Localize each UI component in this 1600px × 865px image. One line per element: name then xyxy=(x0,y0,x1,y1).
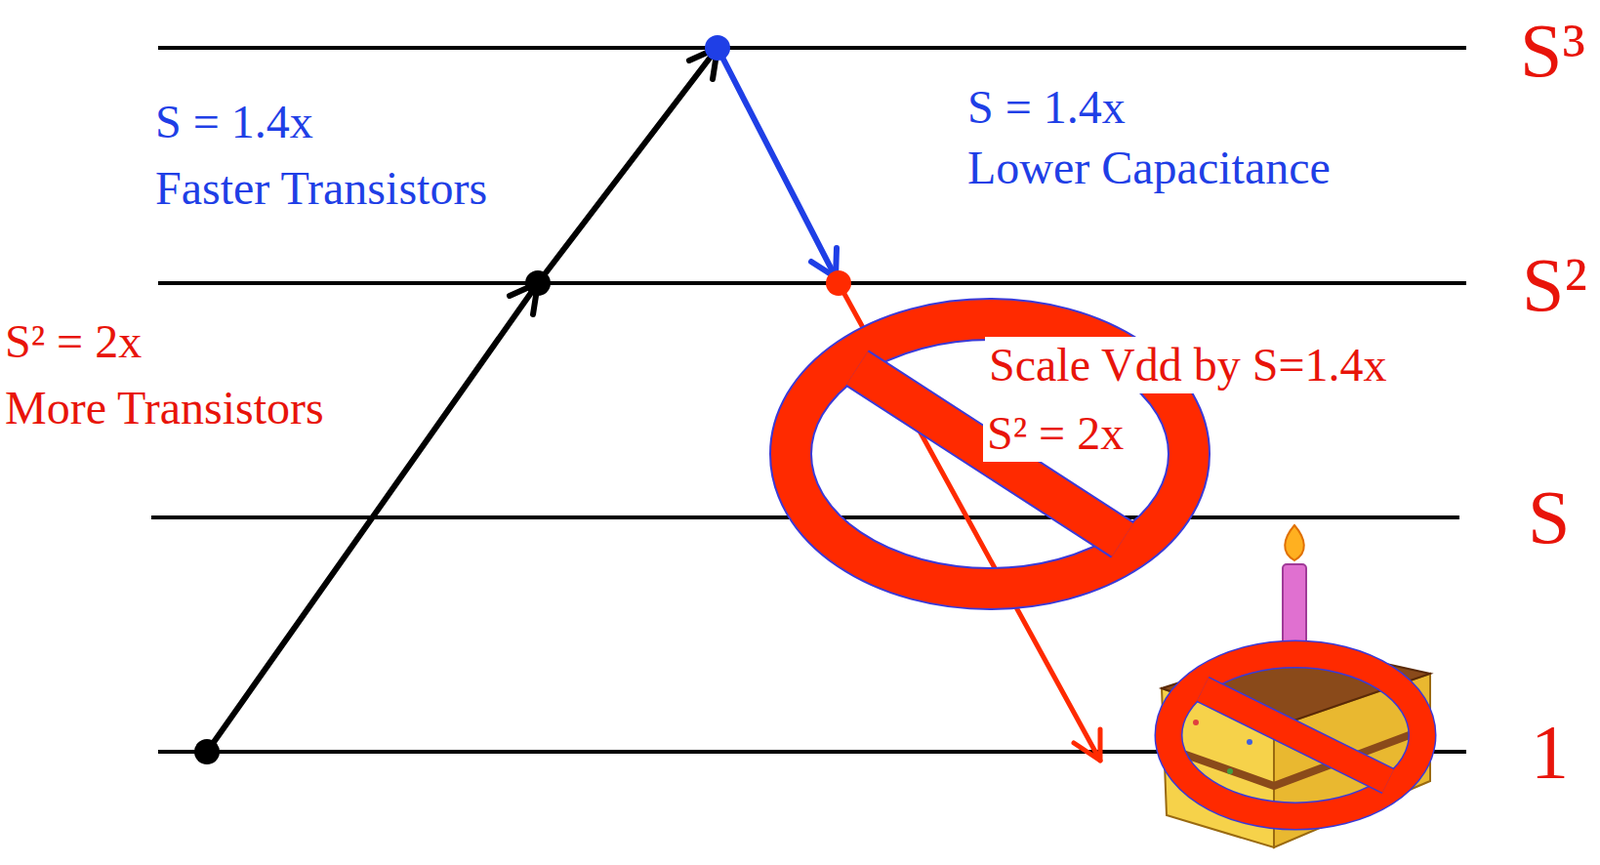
level-label: S² xyxy=(1521,239,1588,331)
arrow-shaft xyxy=(206,283,538,752)
level-line xyxy=(158,45,1467,50)
crossed-annotation: Scale Vdd by S=1.4x xyxy=(984,336,1392,394)
annotation: Lower Capacitance xyxy=(967,139,1331,197)
scale-factor: S = 1.4x xyxy=(155,93,314,151)
sign-slash xyxy=(1202,689,1389,781)
sign-ring-outline xyxy=(1168,654,1423,817)
level-line xyxy=(158,281,1467,286)
scale-factor: S = 1.4x xyxy=(967,79,1126,136)
arrow-shaft xyxy=(537,47,718,284)
point-dot xyxy=(825,270,852,296)
sprinkle xyxy=(1227,768,1233,775)
level-label: S³ xyxy=(1519,4,1586,97)
arrow-head xyxy=(1073,729,1101,761)
annotation: Faster Transistors xyxy=(155,160,488,217)
crossed-scale-factor: S² = 2x xyxy=(983,405,1128,462)
blue-arrow xyxy=(717,47,837,278)
cake-icon xyxy=(1161,525,1431,848)
level-label: S xyxy=(1527,471,1570,564)
sprinkle xyxy=(1246,738,1253,745)
scale-factor: S² = 2x xyxy=(4,313,142,370)
sign-ring xyxy=(1168,654,1423,817)
point-dot xyxy=(704,35,731,61)
point-dot xyxy=(525,270,551,296)
candle-flame xyxy=(1284,525,1305,561)
cake-prohibition-sign xyxy=(1168,654,1423,817)
annotation: More Transistors xyxy=(4,379,325,437)
point-dot xyxy=(194,738,220,765)
sign-slash-outline xyxy=(1202,689,1389,781)
level-label: 1 xyxy=(1530,705,1569,798)
sprinkle xyxy=(1192,719,1199,726)
arrow-shaft xyxy=(717,47,836,278)
